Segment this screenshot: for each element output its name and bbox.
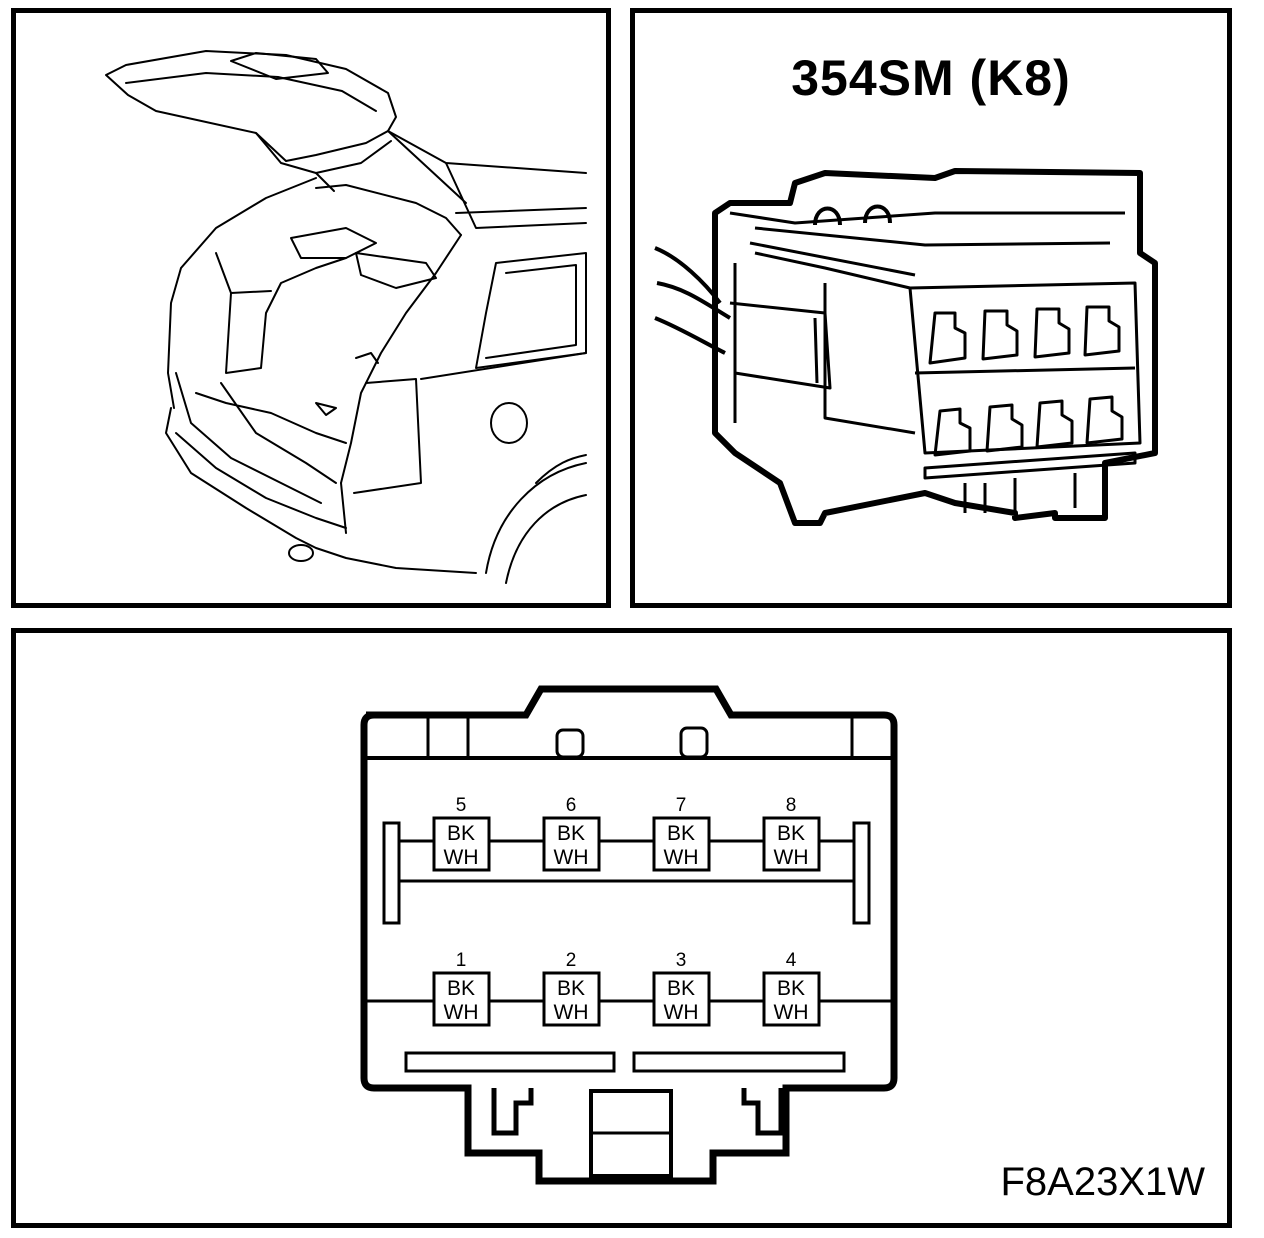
wagon-open-tailgate-illustration (105, 50, 587, 584)
wire-color-bottom: WH (664, 846, 699, 869)
wire-color-bottom: WH (444, 1001, 479, 1024)
pin-8: 8 BK WH (762, 795, 821, 872)
wire-color-top: BK (777, 822, 805, 845)
wire-color-bottom: WH (774, 1001, 809, 1024)
connector-title: 354SM (K8) (791, 50, 1071, 106)
pin-2: 2 BK WH (542, 950, 601, 1027)
wire-color-bottom: WH (554, 1001, 589, 1024)
wire-color-top: BK (667, 977, 695, 1000)
wire-color-bottom: WH (444, 846, 479, 869)
connector-3d-illustration (654, 168, 1158, 526)
pin-number: 3 (676, 950, 687, 971)
pin-1: 1 BK WH (432, 950, 491, 1027)
vehicle-location-panel (11, 8, 611, 608)
pin-number: 4 (786, 950, 797, 971)
wire-color-bottom: WH (664, 1001, 699, 1024)
wire-color-top: BK (557, 977, 585, 1000)
pinout-panel: 5 BK WH 6 BK WH 7 BK WH 8 BK WH 1 BK (11, 628, 1232, 1228)
pin-number: 7 (676, 795, 687, 816)
pin-5: 5 BK WH (432, 795, 491, 872)
connector-housing-outline (360, 685, 898, 1185)
diagram-code: F8A23X1W (1000, 1160, 1205, 1204)
wire-color-top: BK (777, 977, 805, 1000)
connector-view-panel: 354SM (K8) (630, 8, 1232, 608)
pin-number: 5 (456, 795, 467, 816)
wire-color-bottom: WH (774, 846, 809, 869)
wire-color-top: BK (447, 822, 475, 845)
pin-7: 7 BK WH (652, 795, 711, 872)
pin-3: 3 BK WH (652, 950, 711, 1027)
pin-4: 4 BK WH (762, 950, 821, 1027)
pin-number: 1 (456, 950, 467, 971)
wire-color-top: BK (447, 977, 475, 1000)
wire-color-top: BK (557, 822, 585, 845)
pin-number: 8 (786, 795, 797, 816)
wire-color-bottom: WH (554, 846, 589, 869)
pin-6: 6 BK WH (542, 795, 601, 872)
pin-number: 6 (566, 795, 577, 816)
wire-color-top: BK (667, 822, 695, 845)
connector-face-diagram: 5 BK WH 6 BK WH 7 BK WH 8 BK WH 1 BK (360, 685, 898, 1185)
pin-number: 2 (566, 950, 577, 971)
